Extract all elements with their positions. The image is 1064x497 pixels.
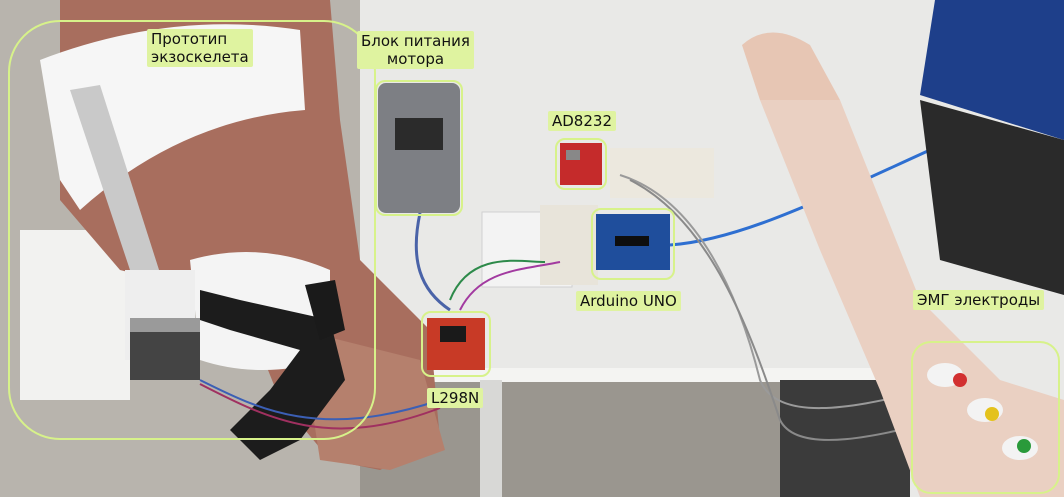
jumper-wires [449,259,546,301]
black-strap-2 [305,280,345,340]
table-leg [480,380,502,497]
long-breadboard [610,148,714,198]
exoskeleton-label: Прототип экзоскелета [147,29,253,67]
electrode-clip-green [1017,439,1031,453]
power-supply-label [395,118,443,150]
electrode-clip-red [953,373,967,387]
electrode-leads [619,174,931,409]
electrode-clip-yellow [985,407,999,421]
arduino-chip [615,236,649,246]
power-supply-callout [375,80,463,216]
exoskeleton-callout [8,20,376,440]
small-breadboard [540,205,598,285]
emg-electrodes-label: ЭМГ электроды [913,290,1045,310]
l298n-label: L298N [427,388,484,408]
metal-bar [70,85,175,330]
power-supply-label-text: Блок питания мотора [357,31,474,69]
table-front-edge [360,368,920,382]
ad8232-callout [555,138,607,190]
laptop-screen [920,0,1064,140]
l298n-callout [421,311,491,377]
laptop-keyboard [920,100,1064,295]
l298n-heatsink [440,326,466,342]
usb-cable [669,148,931,247]
ad8232-jack [566,150,580,160]
stepper-motor-top [130,318,200,332]
jumper-wires-2 [459,261,561,311]
motor-wires [199,379,441,421]
forearm [760,100,1064,497]
motor-wires-2 [199,383,441,430]
emg-electrodes-callout [911,341,1060,494]
ad8232-label: AD8232 [548,111,616,131]
arduino-callout [591,208,675,280]
power-cable [414,212,451,312]
electrode-leads-2 [629,179,961,441]
arduino-label: Arduino UNO [576,291,681,311]
